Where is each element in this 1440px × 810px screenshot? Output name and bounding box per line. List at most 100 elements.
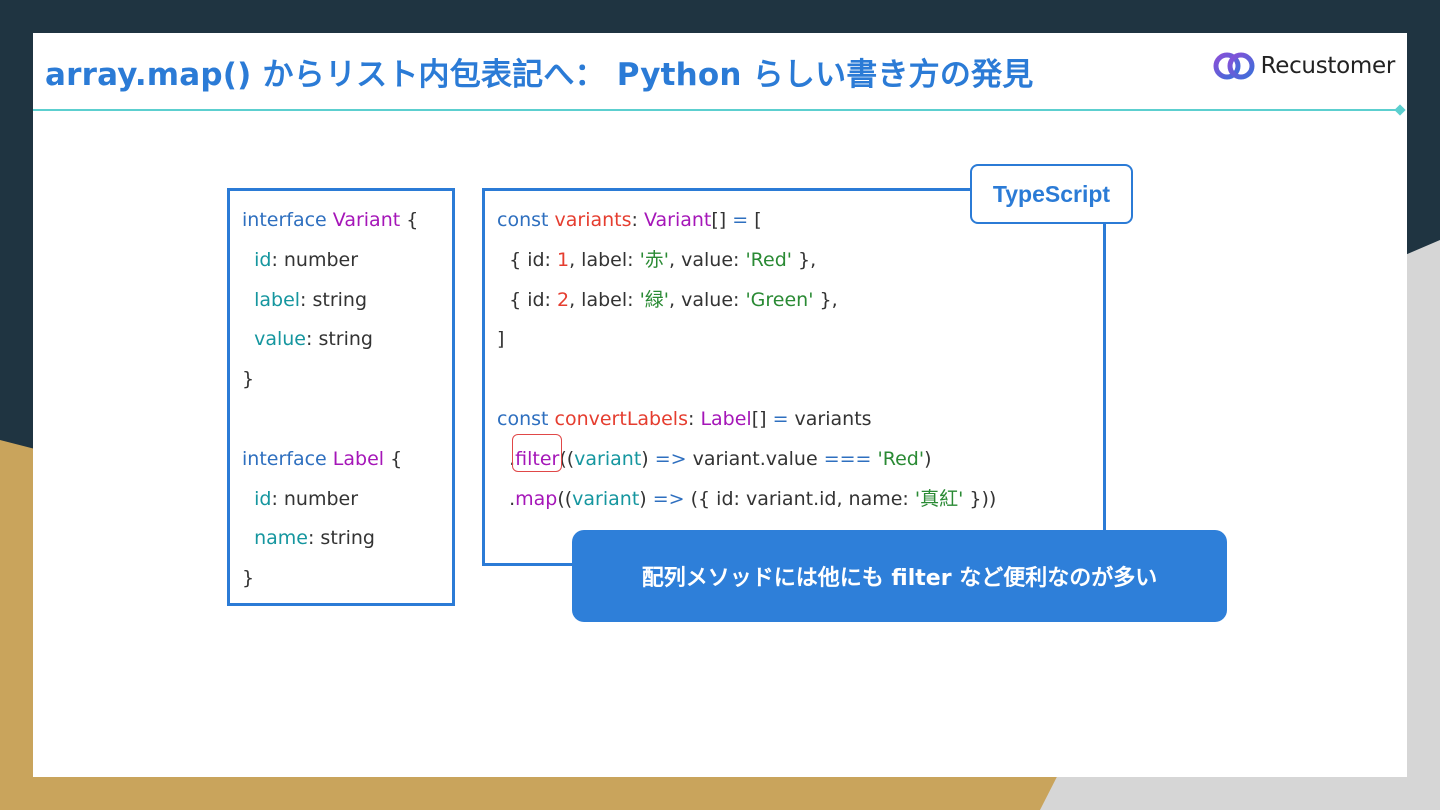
code-token: => xyxy=(652,487,685,510)
code-token: = xyxy=(732,209,749,231)
code-token: })) xyxy=(963,487,997,510)
code-token: . xyxy=(497,487,516,510)
code-line: label: string xyxy=(242,281,418,321)
code-token: , value: xyxy=(669,288,746,311)
code-line: { id: 1, label: '赤', value: 'Red' }, xyxy=(497,241,996,281)
code-token: { xyxy=(400,209,419,231)
divider-end-marker xyxy=(1394,104,1406,116)
code-token: variant xyxy=(574,447,642,470)
code-token: Label xyxy=(332,447,385,470)
code-line: } xyxy=(242,360,418,400)
code-token: : xyxy=(687,407,701,430)
code-token xyxy=(242,249,254,271)
code-token: variants xyxy=(788,407,872,430)
code-token: [ xyxy=(748,209,762,231)
code-token: variant xyxy=(572,487,640,510)
code-interfaces: interface Variant { id: number label: st… xyxy=(242,201,418,599)
code-line: const convertLabels: Label[] = variants xyxy=(497,400,996,440)
code-line: id: number xyxy=(242,241,418,281)
code-token: ({ id: variant.id, name: xyxy=(684,487,915,510)
code-token: : string xyxy=(300,288,368,311)
code-token: Label xyxy=(700,407,752,430)
slide-title: array.map() からリスト内包表記へ： Python らしい書き方の発見 xyxy=(45,57,1034,93)
logo-text: Recustomer xyxy=(1260,53,1396,79)
code-token: : number xyxy=(271,487,359,510)
code-token: interface xyxy=(242,209,327,231)
code-line: } xyxy=(242,559,418,599)
code-token: 'Red' xyxy=(877,447,925,470)
code-token xyxy=(242,289,254,311)
code-token: '赤' xyxy=(639,248,670,271)
code-token: ) xyxy=(639,487,653,510)
code-token: (( xyxy=(557,487,573,510)
code-token: ) xyxy=(924,447,932,470)
code-token: Variant xyxy=(332,209,401,231)
code-token: Variant xyxy=(643,209,712,231)
code-token: 2 xyxy=(557,288,570,311)
code-token: , label: xyxy=(569,248,640,271)
code-token: = xyxy=(772,407,789,430)
code-token: (( xyxy=(559,447,575,470)
code-token: { xyxy=(384,447,403,470)
code-token: '真紅' xyxy=(914,487,964,510)
code-token: const xyxy=(497,209,549,231)
code-block-typescript: const variants: Variant[] = [ { id: 1, l… xyxy=(482,188,1106,566)
code-line: .filter((variant) => variant.value === '… xyxy=(497,440,996,480)
code-line: ] xyxy=(497,320,996,360)
code-token: name xyxy=(254,527,308,550)
code-token: value xyxy=(254,328,306,351)
code-token: : string xyxy=(307,527,375,550)
code-block-interfaces: interface Variant { id: number label: st… xyxy=(227,188,455,606)
code-token: => xyxy=(654,447,687,470)
code-line: value: string xyxy=(242,320,418,360)
callout-banner: 配列メソッドには他にも filter など便利なのが多い xyxy=(572,530,1227,622)
filter-highlight-box xyxy=(512,434,562,472)
code-token: , label: xyxy=(569,288,640,311)
code-token: { id: xyxy=(497,248,557,271)
code-line xyxy=(242,400,418,440)
code-token: map xyxy=(515,487,558,510)
slide: array.map() からリスト内包表記へ： Python らしい書き方の発見… xyxy=(33,33,1407,777)
code-token: convertLabels xyxy=(554,407,688,430)
code-line xyxy=(497,360,996,400)
code-line: .map((variant) => ({ id: variant.id, nam… xyxy=(497,480,996,520)
typescript-badge: TypeScript xyxy=(970,164,1133,224)
code-token: interface xyxy=(242,447,327,470)
code-token: id xyxy=(254,487,272,510)
code-token: } xyxy=(242,567,255,590)
code-token: === xyxy=(823,447,872,470)
code-token: ] xyxy=(497,328,505,351)
code-token: } xyxy=(242,368,255,391)
code-token: : string xyxy=(306,328,373,351)
recustomer-logo-icon xyxy=(1213,52,1255,80)
logo: Recustomer xyxy=(1213,51,1395,81)
code-line: interface Label { xyxy=(242,440,418,480)
code-token: , value: xyxy=(669,248,746,271)
code-line: interface Variant { xyxy=(242,201,418,241)
code-token: variants xyxy=(554,209,632,231)
code-token: : number xyxy=(271,248,359,271)
code-token: 'Red' xyxy=(745,248,792,271)
code-token: filter xyxy=(515,447,560,470)
code-token: { id: xyxy=(497,288,557,311)
code-token: label xyxy=(254,288,301,311)
code-token: : xyxy=(631,209,644,231)
code-line: name: string xyxy=(242,519,418,559)
code-token: ) xyxy=(641,447,655,470)
title-divider xyxy=(33,109,1399,111)
code-token: 'Green' xyxy=(745,288,814,311)
code-token xyxy=(242,527,254,549)
code-typescript: const variants: Variant[] = [ { id: 1, l… xyxy=(497,201,996,519)
code-token: [] xyxy=(751,407,773,430)
code-token xyxy=(242,328,254,350)
code-line: id: number xyxy=(242,480,418,520)
code-token: }, xyxy=(792,248,817,271)
code-token: }, xyxy=(813,288,838,311)
code-token: '緑' xyxy=(639,288,670,311)
code-token: const xyxy=(497,407,549,430)
code-line: { id: 2, label: '緑', value: 'Green' }, xyxy=(497,281,996,321)
code-token: id xyxy=(254,248,272,271)
code-token: [] xyxy=(711,209,733,231)
code-token: 1 xyxy=(557,248,570,271)
code-token xyxy=(242,488,254,510)
